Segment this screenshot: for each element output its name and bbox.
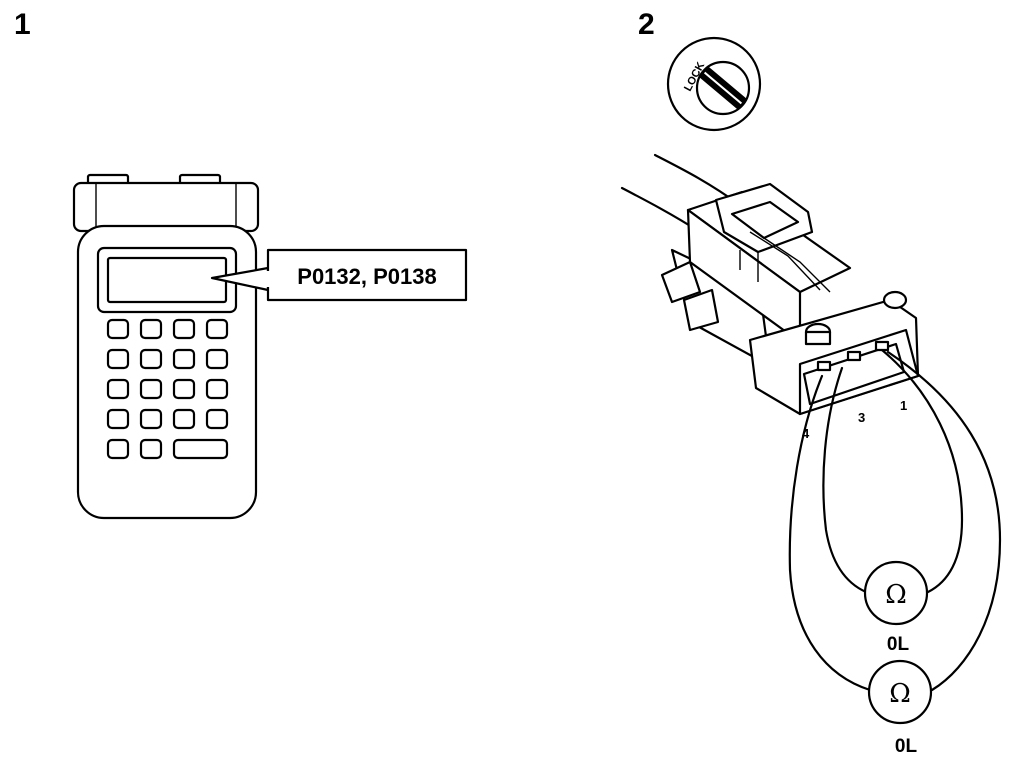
sensor-connector xyxy=(660,182,920,416)
dtc-callout-box xyxy=(266,248,468,302)
pin-label-4: 4 xyxy=(802,426,810,441)
ohmmeter-lower-dial xyxy=(867,659,933,725)
meter-reading-upper: 0L xyxy=(887,634,910,655)
connector-lever-window xyxy=(730,200,800,240)
ohm-symbol-upper: Ω xyxy=(885,580,907,610)
step-2-number: 2 xyxy=(638,8,655,41)
dtc-callout: P0132, P0138 xyxy=(210,248,468,302)
ignition-key-slot xyxy=(698,65,748,111)
meter-leads xyxy=(788,348,1002,692)
connector-boss-left-side xyxy=(804,330,832,346)
ignition-switch: LOCK xyxy=(666,36,762,132)
connector-latch-tab xyxy=(660,260,702,304)
connector-boss-right xyxy=(882,290,908,310)
terminal-1 xyxy=(874,340,890,352)
ohmmeter-lower: Ω xyxy=(867,659,933,725)
pin-label-3: 3 xyxy=(858,410,865,425)
scan-tool xyxy=(72,173,260,520)
ohm-symbol-lower: Ω xyxy=(889,679,911,709)
pin-label-1: 1 xyxy=(900,398,907,413)
terminal-4 xyxy=(816,360,832,372)
scan-tool-head xyxy=(72,181,260,233)
connector-side-tab xyxy=(682,288,720,332)
scan-tool-keypad xyxy=(106,318,229,460)
ohmmeter-upper: Ω xyxy=(863,560,929,626)
step-1-number: 1 xyxy=(14,8,31,41)
dtc-callout-text: P0132, P0138 xyxy=(297,264,436,289)
terminal-3 xyxy=(846,350,862,362)
meter-reading-lower: 0L xyxy=(895,736,918,757)
ohmmeter-upper-dial xyxy=(863,560,929,626)
scan-tool-screen xyxy=(106,256,228,304)
